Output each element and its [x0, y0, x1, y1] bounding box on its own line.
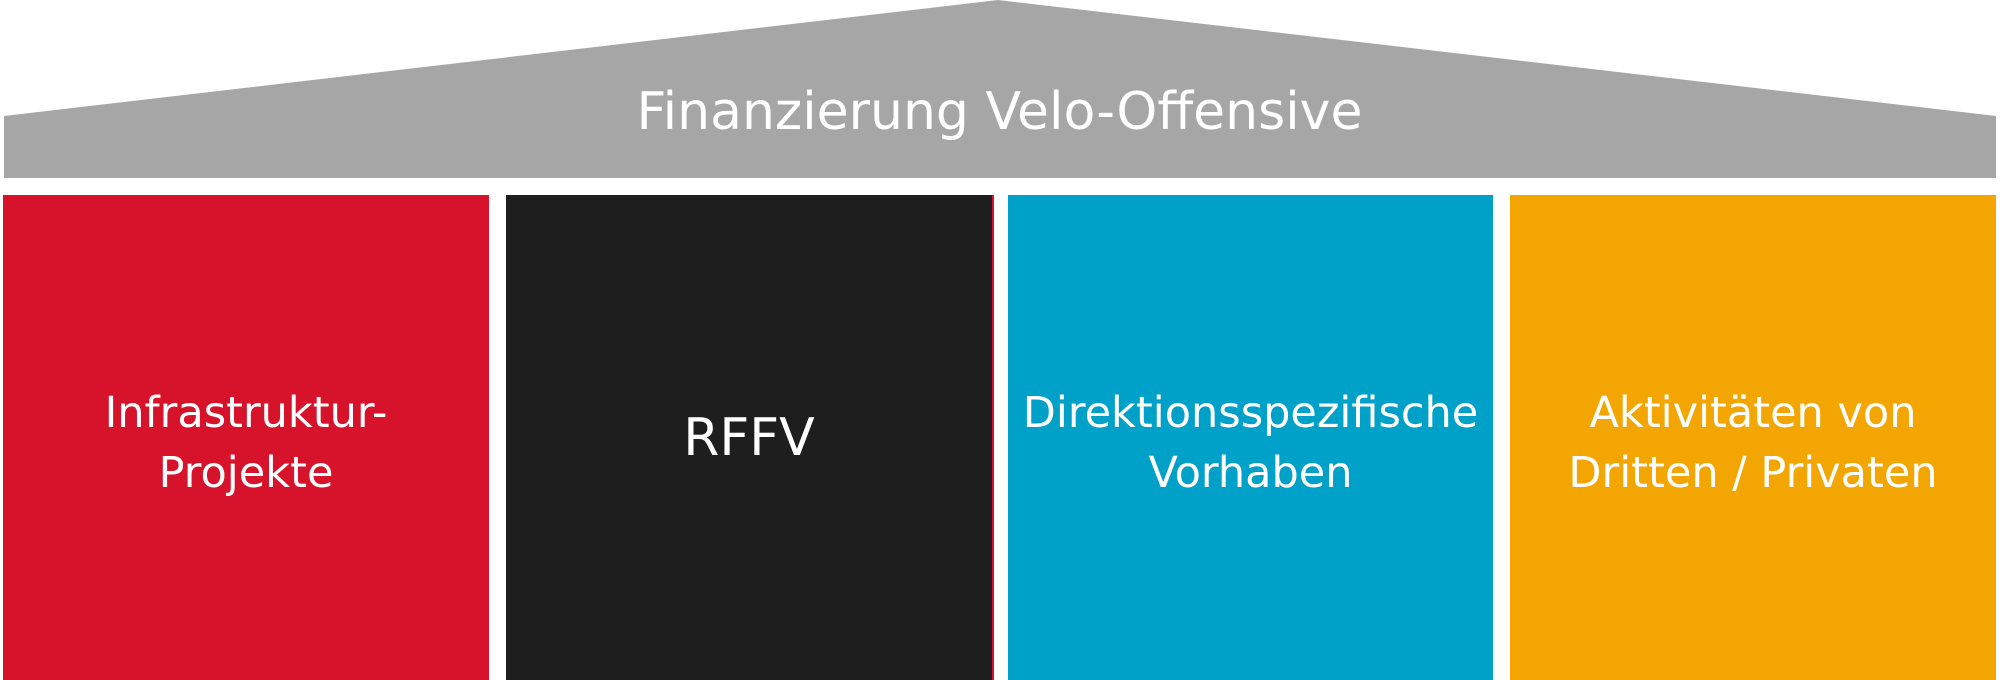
pillar-directorate-projects: Direktionsspezifische Vorhaben	[1008, 195, 1493, 680]
pillar-rffv: RFFV	[506, 195, 992, 680]
pillar-label: Aktivitäten von Dritten / Privaten	[1568, 387, 1938, 498]
pillar-label: Direktionsspezifische Vorhaben	[1022, 387, 1479, 498]
pillar-divider-line	[992, 195, 994, 680]
pillar-third-party-activities: Aktivitäten von Dritten / Privaten	[1510, 195, 1996, 680]
roof-polygon	[4, 0, 1996, 178]
pillar-label: Infrastruktur- Projekte	[104, 387, 388, 498]
pillar-infrastructure-projects: Infrastruktur- Projekte	[3, 195, 489, 680]
pillar-label: RFFV	[683, 407, 815, 468]
roof-shape	[4, 0, 1996, 178]
roof-title: Finanzierung Velo-Offensive	[636, 82, 1363, 142]
